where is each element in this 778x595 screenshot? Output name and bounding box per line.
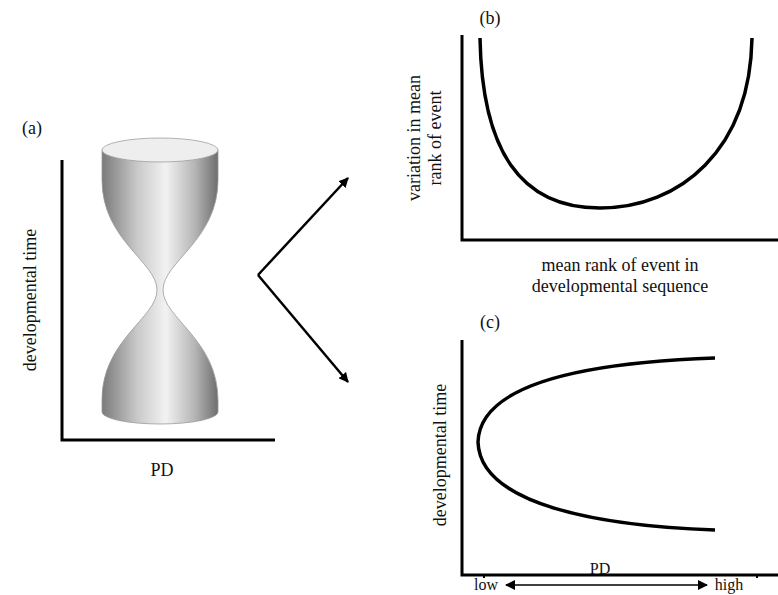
range-arrow: [506, 584, 707, 586]
axis-title: variation in mean rank of event: [404, 58, 445, 218]
sideways-parabola: [478, 358, 715, 530]
axis-title: PD: [150, 460, 173, 481]
panel-letter: (b): [480, 8, 501, 29]
axis-title: developmental time: [20, 229, 41, 371]
axis-title: developmental time: [430, 384, 451, 526]
axis-title: mean rank of event in developmental sequ…: [518, 255, 723, 296]
pointer-arrow: [258, 178, 348, 275]
axis-end-label: low: [474, 577, 498, 593]
hourglass-body: [102, 150, 218, 424]
u-curve: [480, 38, 752, 208]
pointer-arrow: [258, 275, 348, 382]
hourglass-top: [102, 138, 218, 162]
panel-letter: (c): [480, 312, 500, 333]
axes-c: [462, 340, 778, 575]
axis-end-label: high: [715, 577, 743, 593]
axis-title: PD: [590, 561, 610, 577]
axes-b: [462, 35, 778, 240]
panel-letter: (a): [22, 118, 42, 139]
